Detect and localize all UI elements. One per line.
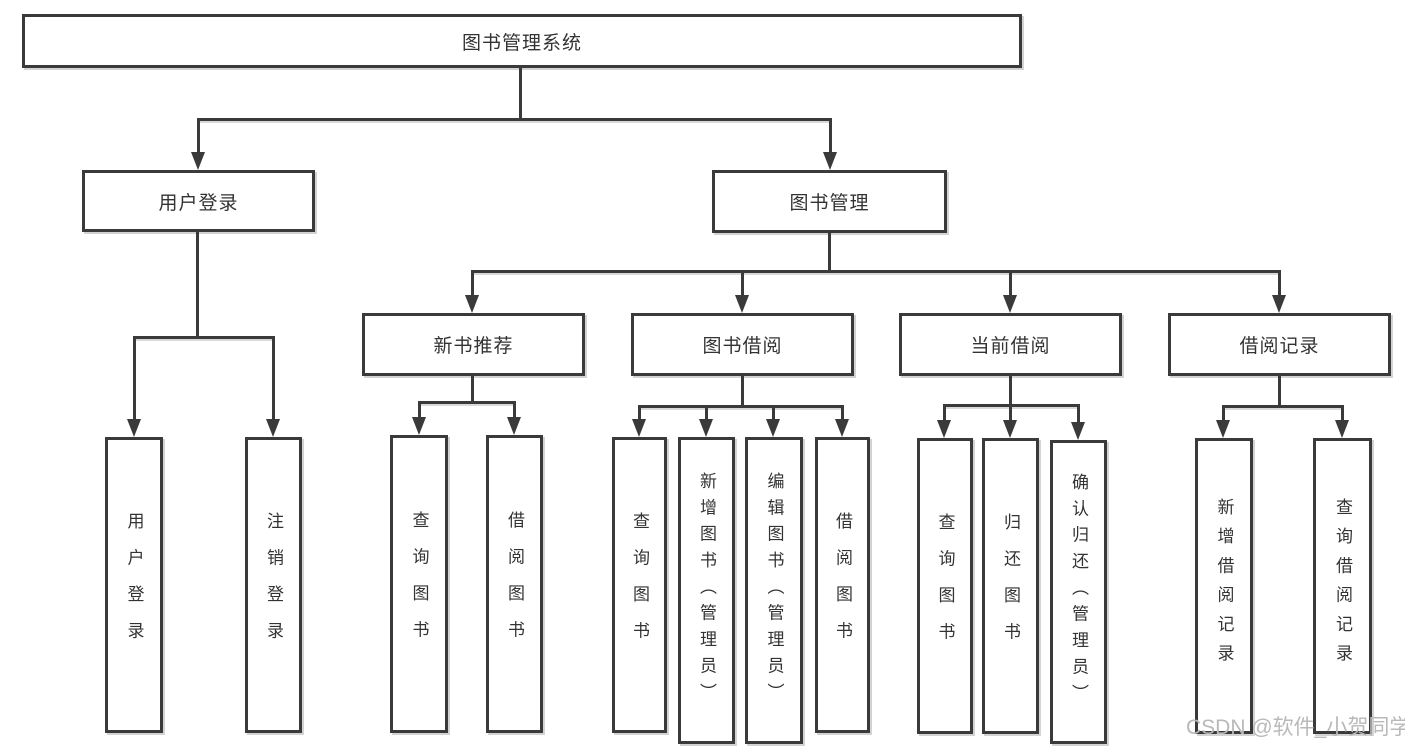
leaf-borrow-edit-books-admin: 编辑图书（管理员） xyxy=(745,437,803,744)
leaf-borrow-query-books-label: 查询图书 xyxy=(630,511,649,659)
arrowhead-to-bb-add xyxy=(699,419,713,437)
connector-root-stem xyxy=(519,68,522,120)
node-book-management-label: 图书管理 xyxy=(789,193,870,214)
node-current-borrow-label: 当前借阅 xyxy=(970,336,1051,357)
leaf-newbook-borrow-books-label: 借阅图书 xyxy=(505,510,524,658)
arrowhead-to-br-query xyxy=(1335,420,1349,438)
connector-leaf-userlogin-stem xyxy=(133,336,136,420)
leaf-current-return-books-label: 归还图书 xyxy=(1001,512,1020,660)
connector-nbr-leaf2-stem xyxy=(513,401,516,419)
connector-bb-hline xyxy=(638,405,843,408)
leaf-user-login-label: 用户登录 xyxy=(124,511,144,659)
connector-bb-leaf4-stem xyxy=(841,405,844,421)
connector-bookmgmt-stem xyxy=(829,118,832,154)
arrowhead-to-nbr-query xyxy=(412,417,426,435)
leaf-borrow-query-books: 查询图书 xyxy=(612,437,667,733)
node-book-borrow: 图书借阅 xyxy=(631,313,854,376)
leaf-records-query-record: 查询借阅记录 xyxy=(1313,438,1372,734)
arrowhead-to-book-borrow xyxy=(735,295,749,313)
arrowhead-to-user-login xyxy=(191,152,205,170)
leaf-newbook-query-books: 查询图书 xyxy=(390,435,448,733)
arrowhead-to-br-add xyxy=(1216,420,1230,438)
arrowhead-to-bb-edit xyxy=(766,419,780,437)
connector-userlogin-down xyxy=(196,232,199,339)
node-user-login: 用户登录 xyxy=(82,170,315,232)
arrowhead-to-bb-borrow xyxy=(835,419,849,437)
node-new-book-recommend: 新书推荐 xyxy=(362,313,585,376)
node-book-borrow-label: 图书借阅 xyxy=(702,336,783,357)
connector-nbr-leaf1-stem xyxy=(418,401,421,419)
connector-bookmgmt-hline xyxy=(471,270,1281,273)
connector-cb-leaf2-stem xyxy=(1009,404,1012,422)
leaf-current-return-books: 归还图书 xyxy=(982,438,1039,734)
connector-nbr-hline xyxy=(418,401,516,404)
leaf-borrow-add-books-admin: 新增图书（管理员） xyxy=(678,437,735,744)
leaf-logout-label: 注销登录 xyxy=(264,511,283,659)
node-new-book-recommend-label: 新书推荐 xyxy=(433,336,514,357)
connector-bb-down xyxy=(741,376,744,408)
leaf-borrow-borrow-books-label: 借阅图书 xyxy=(833,511,852,659)
arrowhead-to-leaf-logout xyxy=(266,419,280,437)
connector-br-down xyxy=(1278,376,1281,408)
leaf-current-query-books-label: 查询图书 xyxy=(935,512,955,660)
leaf-current-query-books: 查询图书 xyxy=(917,438,973,734)
connector-root-hline xyxy=(197,118,832,121)
node-root-label: 图书管理系统 xyxy=(461,32,582,54)
connector-userlogin-hline xyxy=(133,336,275,339)
arrowhead-to-nbr-borrow xyxy=(507,417,521,435)
leaf-user-login: 用户登录 xyxy=(105,437,163,733)
connector-nbr-down xyxy=(471,376,474,404)
arrowhead-to-cb-return xyxy=(1003,420,1017,438)
arrowhead-to-cb-query xyxy=(937,420,951,438)
leaf-records-add-record: 新增借阅记录 xyxy=(1195,438,1253,734)
node-borrow-records-label: 借阅记录 xyxy=(1239,336,1320,357)
leaf-newbook-query-books-label: 查询图书 xyxy=(409,510,429,658)
connector-br-hline xyxy=(1222,405,1342,408)
leaf-borrow-edit-books-admin-label: 编辑图书（管理员） xyxy=(764,471,784,710)
arrowhead-to-borrow-records xyxy=(1272,295,1286,313)
node-root-library-system: 图书管理系统 xyxy=(22,14,1022,68)
leaf-borrow-borrow-books: 借阅图书 xyxy=(815,437,870,733)
connector-bb-leaf2-stem xyxy=(705,405,708,421)
connector-bb-leaf3-stem xyxy=(772,405,775,421)
connector-borrowrecords-stem xyxy=(1278,270,1281,296)
connector-cb-down xyxy=(1009,376,1012,407)
connector-cb-leaf3-stem xyxy=(1077,404,1080,424)
leaf-current-confirm-return-admin-label: 确认归还（管理员） xyxy=(1069,473,1088,711)
connector-bb-leaf1-stem xyxy=(638,405,641,421)
leaf-current-confirm-return-admin: 确认归还（管理员） xyxy=(1050,440,1107,744)
arrowhead-to-leaf-user-login xyxy=(127,419,141,437)
connector-leaf-logout-stem xyxy=(272,336,275,420)
leaf-newbook-borrow-books: 借阅图书 xyxy=(486,435,543,733)
connector-bookmgmt-down xyxy=(828,233,831,273)
connector-br-leaf2-stem xyxy=(1341,405,1344,422)
connector-cb-leaf1-stem xyxy=(943,404,946,422)
connector-newbookrec-stem xyxy=(471,270,474,296)
leaf-records-add-record-label: 新增借阅记录 xyxy=(1214,498,1234,674)
arrowhead-to-bb-query xyxy=(632,419,646,437)
leaf-records-query-record-label: 查询借阅记录 xyxy=(1333,498,1352,674)
connector-userlogin-stem xyxy=(197,118,200,154)
node-user-login-label: 用户登录 xyxy=(158,192,239,214)
arrowhead-to-current-borrow xyxy=(1003,295,1017,313)
node-book-management: 图书管理 xyxy=(712,170,947,233)
arrowhead-to-book-management xyxy=(823,152,837,170)
arrowhead-to-new-book-recommend xyxy=(465,295,479,313)
leaf-borrow-add-books-admin-label: 新增图书（管理员） xyxy=(697,471,716,710)
connector-currentborrow-stem xyxy=(1009,270,1012,296)
leaf-logout: 注销登录 xyxy=(245,437,302,733)
node-current-borrow: 当前借阅 xyxy=(899,313,1122,376)
connector-br-leaf1-stem xyxy=(1222,405,1225,422)
arrowhead-to-cb-confirm xyxy=(1071,422,1085,440)
watermark: CSDN @软件_小贺同学 xyxy=(1186,716,1405,739)
connector-bookborrow-stem xyxy=(741,270,744,296)
node-borrow-records: 借阅记录 xyxy=(1168,313,1391,376)
